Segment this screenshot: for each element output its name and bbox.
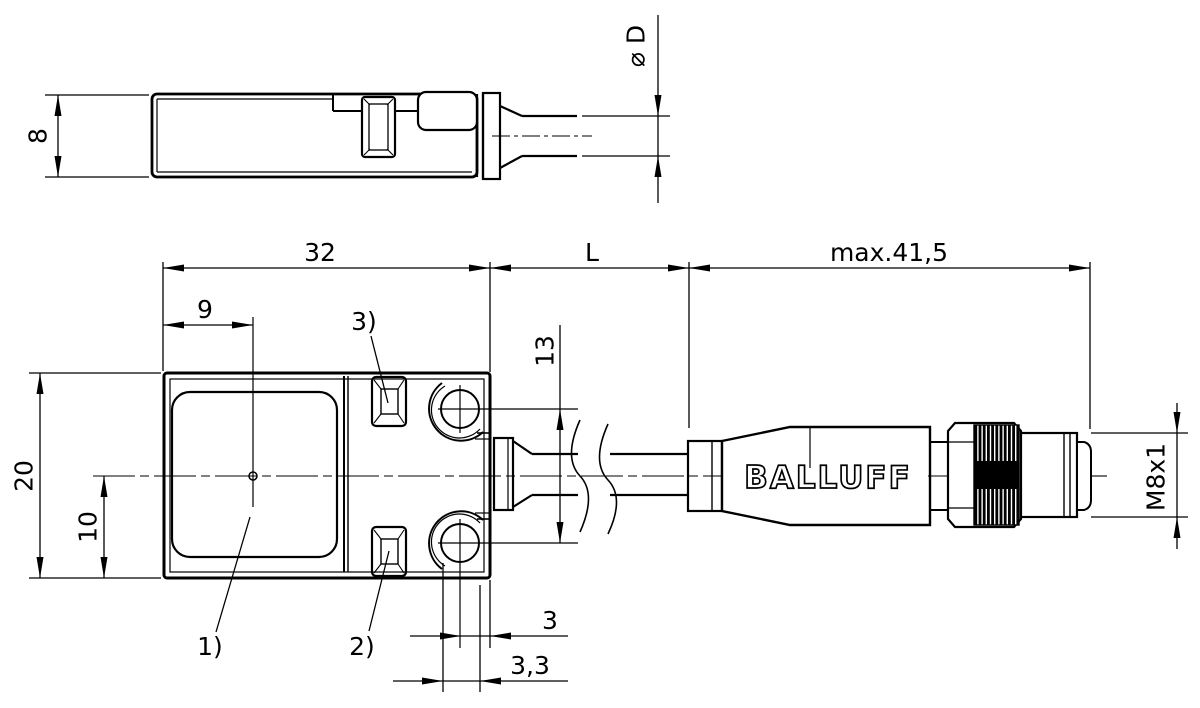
- dim-hole-pitch-label: 13: [531, 335, 560, 367]
- thread-m8: [1019, 431, 1079, 519]
- arrowhead: [654, 95, 662, 116]
- arrowhead: [556, 522, 564, 543]
- mounting-hole-top: [428, 382, 578, 442]
- arrowhead: [480, 677, 501, 685]
- side-cable: [522, 114, 577, 158]
- cable-stub: [492, 436, 533, 512]
- leader-clip-top: [370, 335, 389, 404]
- arrowhead: [163, 264, 184, 272]
- dim-body-height-label: 20: [10, 460, 39, 492]
- arrowhead: [100, 476, 108, 497]
- arrowhead: [1069, 264, 1090, 272]
- active-surface: [170, 390, 339, 559]
- side-view: [150, 90, 592, 181]
- arrowhead: [654, 156, 662, 177]
- cable: [532, 452, 688, 497]
- side-clip: [360, 95, 397, 159]
- arrowhead: [1173, 412, 1181, 433]
- arrowhead: [469, 264, 490, 272]
- leader-clip-bottom: [368, 550, 390, 632]
- sensor-body: [162, 371, 492, 580]
- label-clip-bottom: 2): [349, 632, 375, 661]
- arrowhead: [668, 264, 689, 272]
- front-view: [93, 317, 722, 648]
- arrowhead: [54, 95, 62, 116]
- clip-top: [370, 375, 408, 428]
- connector-tip: [1076, 441, 1092, 511]
- mounting-hole-bottom: [428, 510, 578, 648]
- arrowhead: [422, 677, 443, 685]
- m8-connector: [686, 421, 1107, 529]
- dim-hole-diameter-label: 3,3: [510, 651, 550, 680]
- arrowhead: [689, 264, 710, 272]
- knurled-nut: [946, 421, 1023, 529]
- balluff-logo: BALLUFF: [744, 460, 912, 496]
- dim-connector-max-length-label: max.41,5: [830, 238, 948, 267]
- label-active-surface: 1): [197, 632, 223, 661]
- front-dimensions: [29, 262, 1188, 692]
- dim-hole-edge-label: 3: [542, 606, 558, 635]
- dim-thread-label: M8x1: [1142, 443, 1171, 511]
- label-clip-top: 3): [351, 307, 377, 336]
- arrowhead: [556, 409, 564, 430]
- side-view-dimensions: [45, 15, 670, 203]
- dim-body-width-label: 32: [304, 238, 336, 267]
- arrowhead: [490, 632, 511, 640]
- leader-active-surface: [215, 516, 251, 633]
- arrowhead: [54, 156, 62, 177]
- cable-break-marks: [570, 419, 618, 535]
- dim-body-thickness-label: 8: [24, 128, 53, 144]
- arrowhead: [232, 321, 253, 329]
- dim-cable-length-label: L: [585, 238, 599, 267]
- arrowhead: [1173, 517, 1181, 538]
- arrowhead: [440, 632, 461, 640]
- arrowhead: [100, 557, 108, 578]
- arrowhead: [163, 321, 184, 329]
- dim-active-offset-label: 9: [197, 295, 213, 324]
- arrowhead: [490, 264, 511, 272]
- clip-bottom: [370, 525, 408, 578]
- connector-grip: [720, 425, 932, 527]
- dim-cable-diameter-label: ⌀ D: [622, 25, 651, 67]
- arrowhead: [36, 373, 44, 394]
- dim-center-height-label: 10: [74, 511, 103, 543]
- side-latch: [416, 90, 479, 132]
- arrowhead: [36, 557, 44, 578]
